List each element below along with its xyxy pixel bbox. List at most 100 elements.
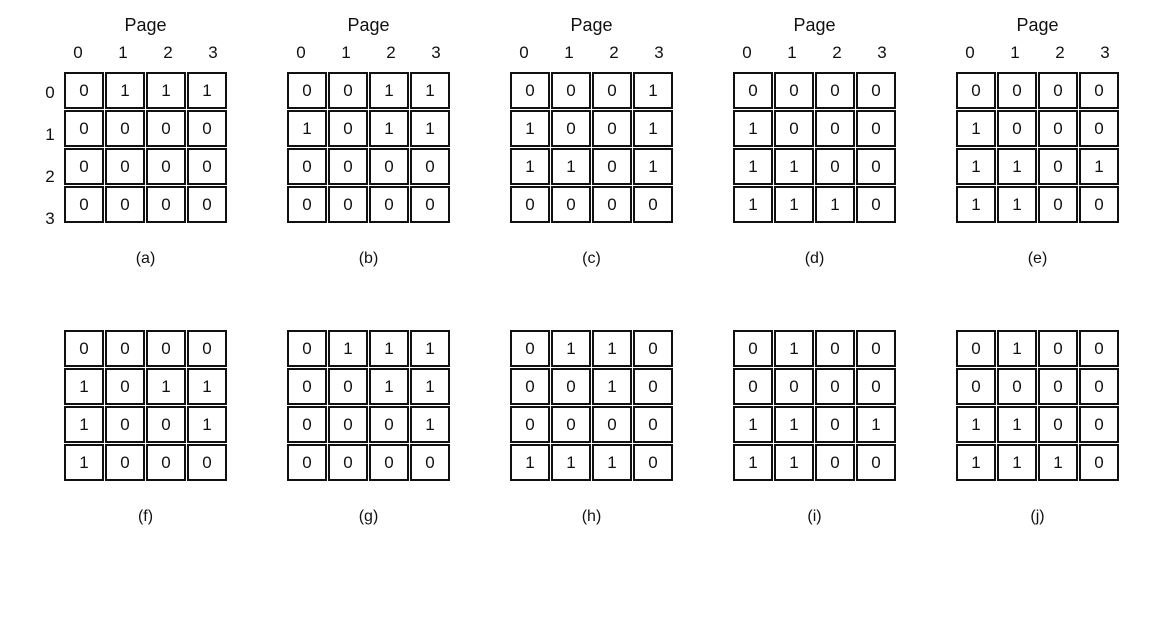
matrix-cell: 0	[369, 444, 409, 481]
matrix-cell: 1	[956, 110, 996, 147]
matrix-cell: 1	[956, 444, 996, 481]
matrix-cell: 0	[633, 330, 673, 367]
matrix-cell: 0	[187, 444, 227, 481]
matrix-cell: 1	[551, 330, 591, 367]
column-label: 1	[341, 43, 351, 62]
column-label: 1	[1010, 43, 1020, 62]
matrix-cell: 1	[592, 444, 632, 481]
matrix-cell: 0	[1079, 186, 1119, 223]
matrix-cell: 0	[815, 330, 855, 367]
matrix-cell: 1	[774, 444, 814, 481]
matrix-cell: 0	[1038, 368, 1078, 405]
matrix-cell: 0	[328, 148, 368, 185]
matrix-cell: 1	[997, 186, 1037, 223]
matrix-cell: 0	[815, 72, 855, 109]
matrix-cell: 1	[187, 72, 227, 109]
matrix-cell: 1	[328, 330, 368, 367]
matrix-cell: 1	[956, 186, 996, 223]
matrix-cell: 0	[64, 72, 104, 109]
matrix-cell: 0	[997, 72, 1037, 109]
matrix-cell: 0	[328, 110, 368, 147]
matrix-cell: 0	[510, 186, 550, 223]
matrix-cell: 0	[1079, 330, 1119, 367]
matrix-cell: 1	[64, 406, 104, 443]
column-label: 2	[609, 43, 619, 62]
matrix-cell: 0	[1079, 406, 1119, 443]
matrix-cell: 1	[410, 110, 450, 147]
matrix-cell: 0	[592, 186, 632, 223]
matrix-cell: 1	[774, 186, 814, 223]
matrix-cell: 0	[105, 444, 145, 481]
matrix-cell: 0	[592, 148, 632, 185]
matrix-cell: 0	[287, 444, 327, 481]
matrix-cell: 1	[997, 406, 1037, 443]
matrix-cell: 0	[510, 406, 550, 443]
matrix-cell: 0	[1038, 72, 1078, 109]
matrix-cell: 1	[187, 368, 227, 405]
matrix-cell: 1	[733, 148, 773, 185]
matrix-cell: 0	[551, 368, 591, 405]
matrix-cell: 0	[551, 72, 591, 109]
matrix-cell: 0	[146, 110, 186, 147]
matrix-cell: 1	[369, 72, 409, 109]
column-label: 2	[1055, 43, 1065, 62]
column-label: 2	[386, 43, 396, 62]
matrix-cell: 0	[146, 186, 186, 223]
matrix-cell: 0	[146, 444, 186, 481]
page-header-label: Page	[570, 15, 613, 35]
matrix-cell: 0	[815, 368, 855, 405]
matrix-cell: 1	[369, 110, 409, 147]
matrix-cell: 0	[287, 72, 327, 109]
matrix-cell: 0	[1038, 330, 1078, 367]
matrix-caption: (a)	[135, 250, 156, 267]
matrix-cell: 0	[856, 110, 896, 147]
matrix-cell: 1	[633, 148, 673, 185]
matrix-cell: 1	[146, 368, 186, 405]
matrix-cell: 1	[369, 368, 409, 405]
row-label: 1	[45, 125, 55, 144]
matrix-cell: 0	[64, 330, 104, 367]
matrix-cell: 0	[328, 444, 368, 481]
matrix-cell: 0	[997, 368, 1037, 405]
matrix-cell: 1	[105, 72, 145, 109]
matrix-cell: 0	[64, 186, 104, 223]
matrix-caption: (d)	[804, 250, 825, 267]
matrix-cell: 0	[592, 110, 632, 147]
matrix-cell: 0	[815, 444, 855, 481]
matrix-cell: 0	[105, 148, 145, 185]
matrix-cell: 1	[410, 368, 450, 405]
matrix-cell: 0	[1079, 72, 1119, 109]
matrix-cell: 0	[1079, 368, 1119, 405]
matrix-cell: 0	[105, 330, 145, 367]
matrix-cell: 0	[856, 368, 896, 405]
matrix-cell: 1	[510, 444, 550, 481]
column-label: 0	[519, 43, 529, 62]
matrix-cell: 0	[856, 444, 896, 481]
matrix-cell: 0	[510, 72, 550, 109]
matrix-cell: 0	[1038, 186, 1078, 223]
matrix-cell: 1	[1038, 444, 1078, 481]
matrix-cell: 0	[369, 148, 409, 185]
matrix-cell: 0	[633, 186, 673, 223]
column-label: 3	[877, 43, 887, 62]
matrix-cell: 0	[105, 406, 145, 443]
